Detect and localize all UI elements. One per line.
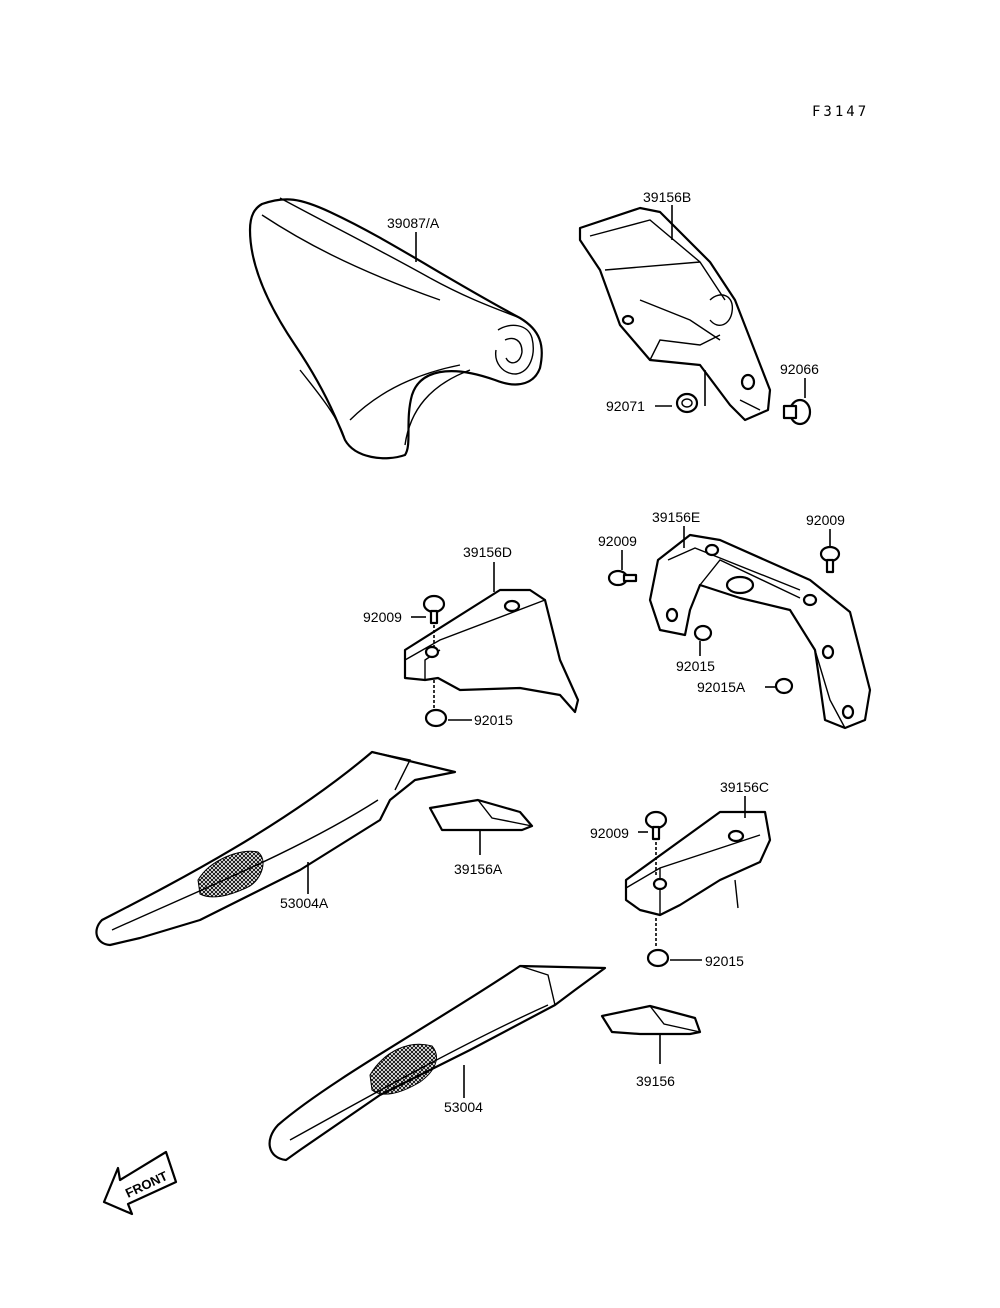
part-label: 92015A bbox=[697, 679, 746, 695]
part-label: 92015 bbox=[705, 953, 744, 969]
part-label: 39087/A bbox=[387, 215, 440, 231]
bracket-d bbox=[403, 588, 580, 714]
part-label: 92071 bbox=[606, 398, 645, 414]
label-group-92009-d: 92009 bbox=[363, 609, 426, 625]
part-label: 53004 bbox=[444, 1099, 483, 1115]
label-group-92015-c: 92015 bbox=[670, 953, 744, 969]
part-label: 39156 bbox=[636, 1073, 675, 1089]
label-group-92015-e: 92015 bbox=[676, 641, 715, 674]
label-group-39156e: 39156E bbox=[652, 509, 700, 548]
plate-39156 bbox=[600, 1004, 702, 1036]
figure-code: F3147 bbox=[812, 104, 869, 120]
side-cover-53004 bbox=[268, 964, 607, 1162]
label-group-53004a: 53004A bbox=[280, 862, 329, 911]
nut-92015a bbox=[774, 677, 794, 695]
label-group-39156d: 39156D bbox=[463, 544, 512, 592]
label-group-39156b: 39156B bbox=[643, 189, 691, 240]
part-label: 92009 bbox=[806, 512, 845, 528]
screw-92009-c bbox=[644, 810, 668, 876]
label-group-92009-e-right: 92009 bbox=[806, 512, 845, 546]
bracket-cover-b bbox=[578, 206, 772, 422]
part-label: 39156B bbox=[643, 189, 691, 205]
front-arrow-icon: FRONT bbox=[102, 1150, 178, 1216]
nut-92015-e bbox=[693, 624, 713, 642]
label-group-39156a: 39156A bbox=[454, 830, 503, 877]
frame-bracket-e bbox=[648, 533, 872, 730]
label-group-92009-e-left: 92009 bbox=[598, 533, 637, 570]
part-label: 92009 bbox=[363, 609, 402, 625]
label-group-53004: 53004 bbox=[444, 1065, 483, 1115]
plug-92066 bbox=[782, 398, 812, 426]
label-group-92009-c: 92009 bbox=[590, 825, 648, 841]
label-group-39156: 39156 bbox=[636, 1034, 675, 1089]
label-group-92071: 92071 bbox=[606, 370, 706, 414]
label-group-92015-d: 92015 bbox=[448, 712, 513, 728]
screw-92009-e-left bbox=[607, 569, 638, 587]
nut-92015-d bbox=[424, 680, 448, 728]
nut-92015-c bbox=[646, 918, 670, 968]
screw-92009-d bbox=[422, 594, 446, 648]
handlebar-cover bbox=[248, 197, 543, 460]
bracket-c bbox=[624, 810, 772, 917]
part-label: 39156E bbox=[652, 509, 700, 525]
leader-line bbox=[655, 370, 706, 407]
grommet-92071 bbox=[675, 392, 699, 414]
part-label: 92009 bbox=[590, 825, 629, 841]
part-label: 53004A bbox=[280, 895, 329, 911]
part-label: 92009 bbox=[598, 533, 637, 549]
side-cover-53004a bbox=[95, 750, 457, 947]
part-label: 92015 bbox=[676, 658, 715, 674]
part-label: 92015 bbox=[474, 712, 513, 728]
label-group-39156c: 39156C bbox=[720, 779, 769, 818]
screw-92009-e-right bbox=[819, 545, 841, 574]
part-label: 39156C bbox=[720, 779, 769, 795]
label-group-92066: 92066 bbox=[780, 361, 819, 398]
label-group-39087a: 39087/A bbox=[387, 215, 440, 262]
part-label: 39156D bbox=[463, 544, 512, 560]
part-label: 39156A bbox=[454, 861, 503, 877]
plate-39156a bbox=[428, 798, 534, 832]
label-group-92015a: 92015A bbox=[697, 679, 776, 695]
part-label: 92066 bbox=[780, 361, 819, 377]
